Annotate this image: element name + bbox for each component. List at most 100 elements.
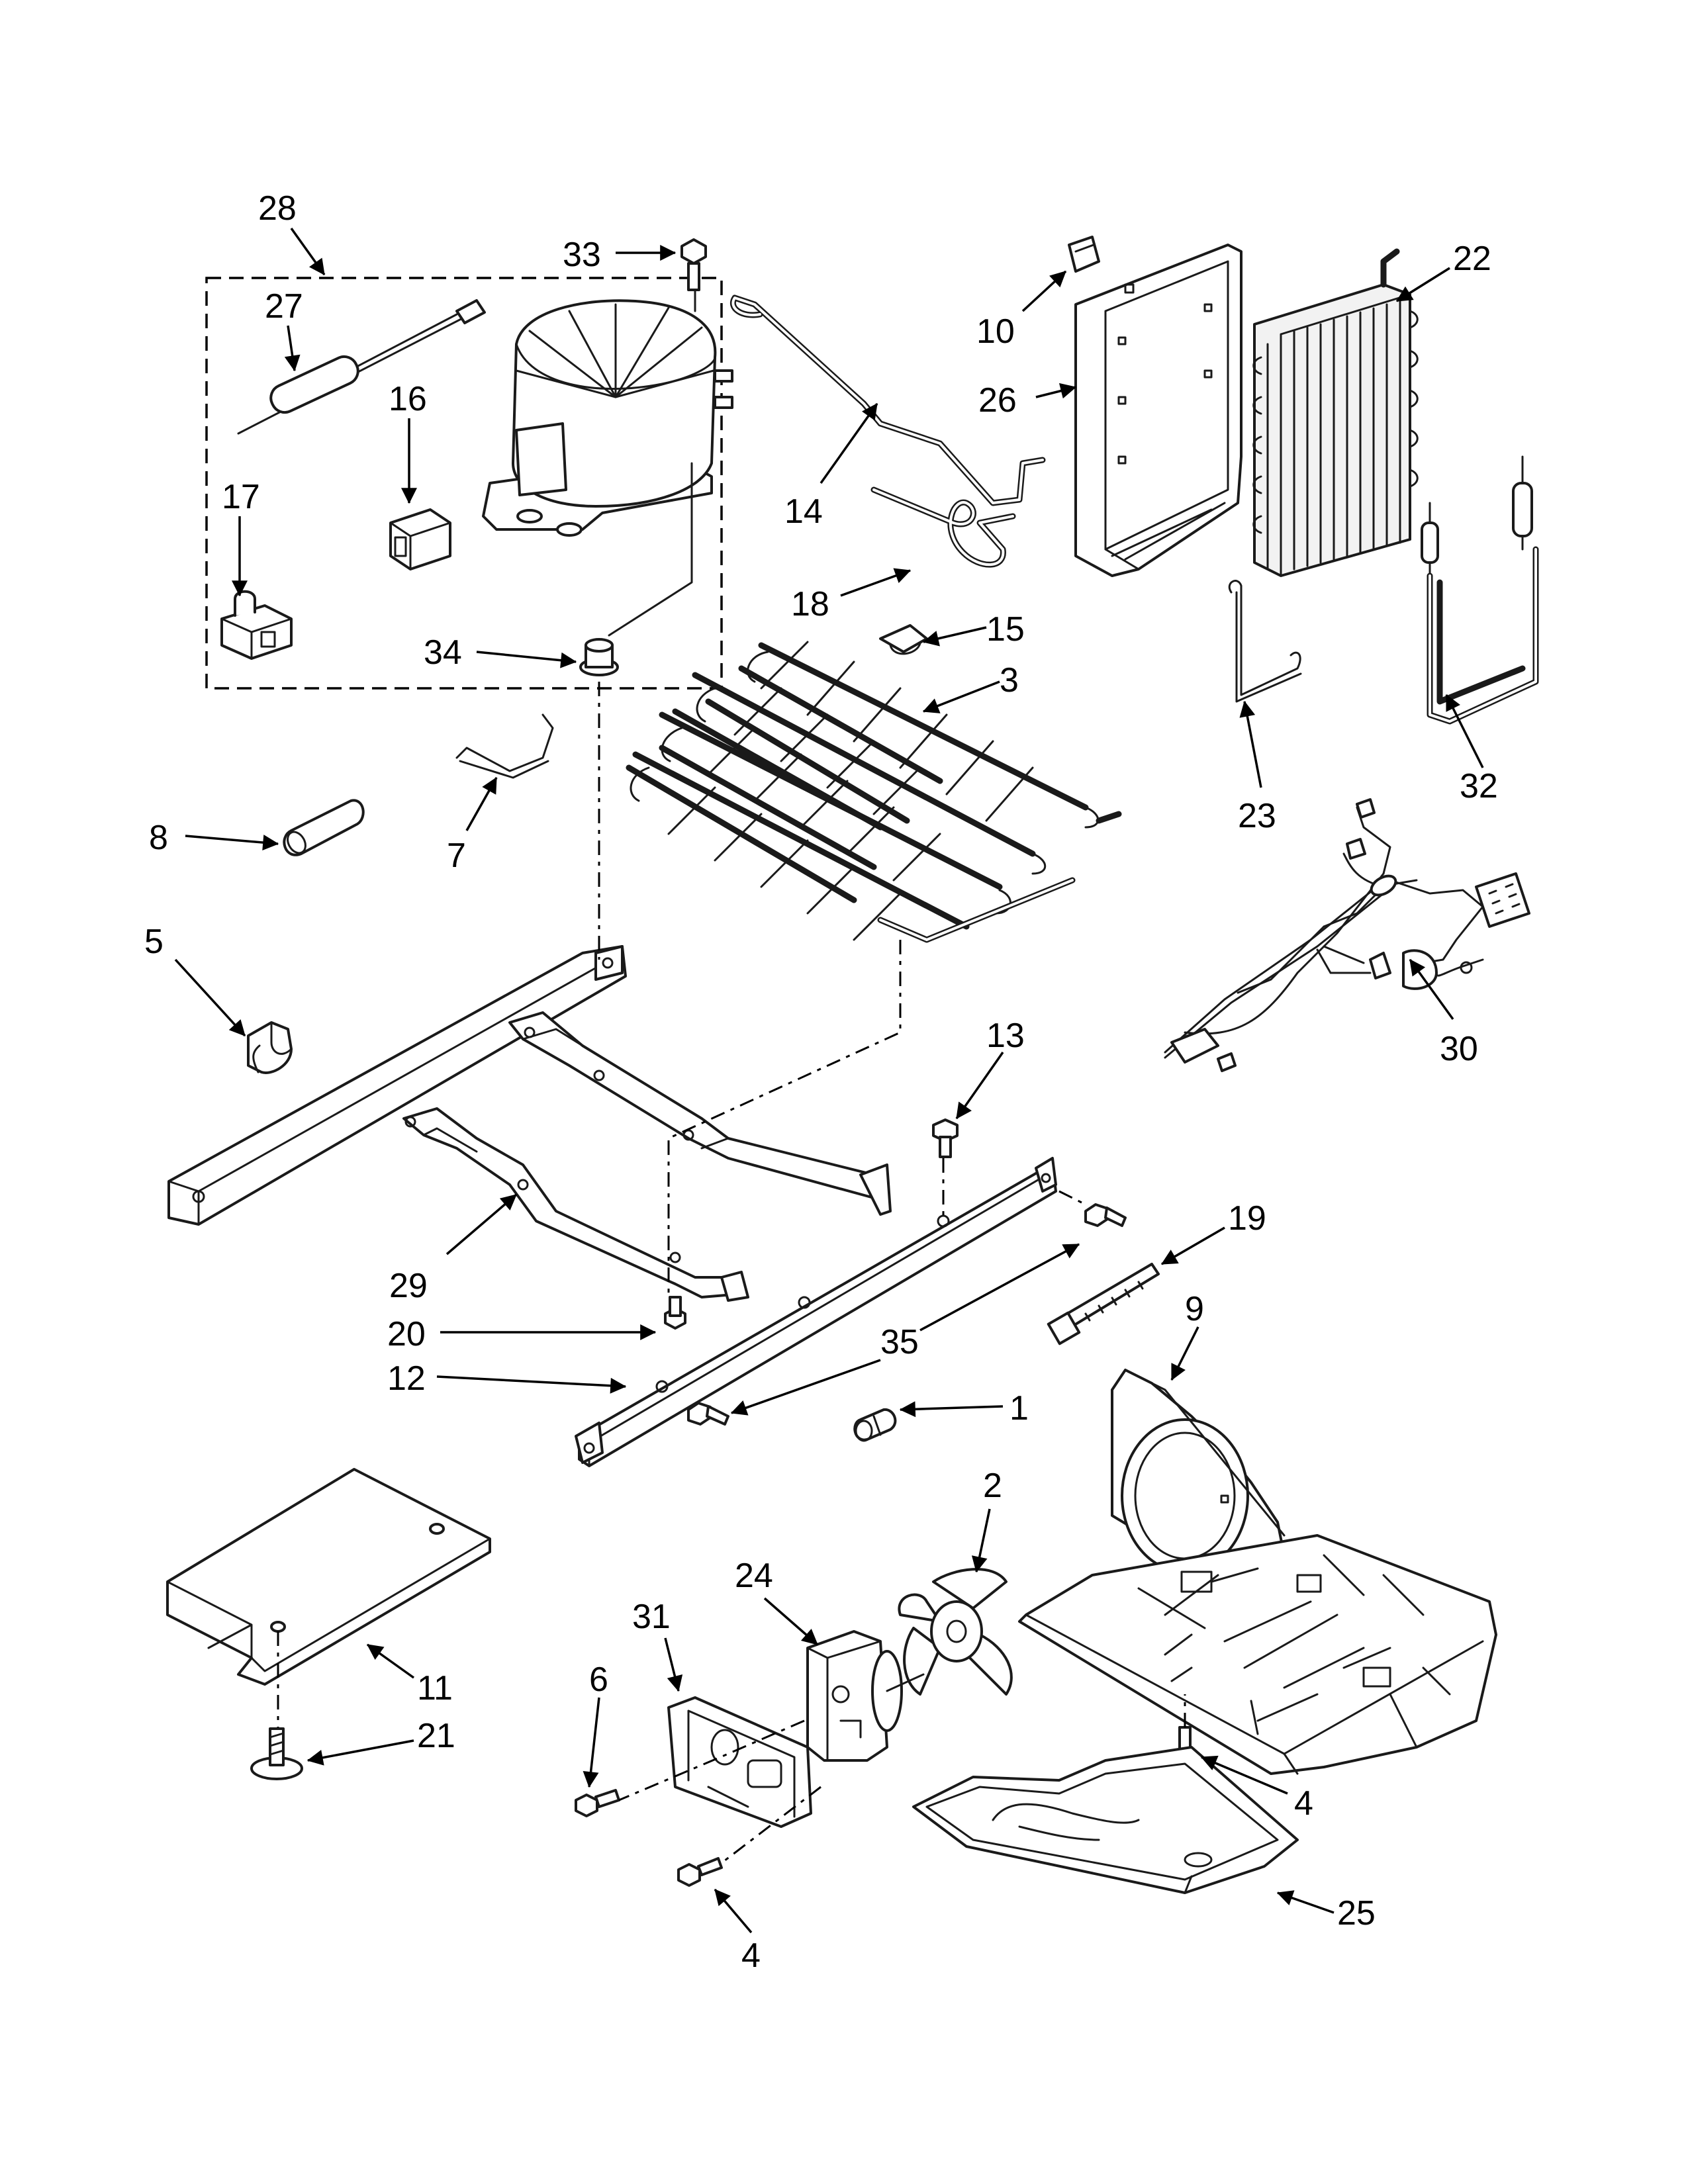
callout-4-right: 4 — [1294, 1784, 1313, 1823]
callout-27: 27 — [265, 287, 303, 326]
leader-29 — [445, 1193, 518, 1255]
leader-18 — [840, 568, 912, 597]
part-14-tube[interactable] — [730, 295, 1046, 506]
part-33-bolt[interactable] — [680, 238, 707, 291]
leader-30 — [1409, 958, 1454, 1021]
callout-5: 5 — [144, 923, 164, 961]
leader-13 — [955, 1051, 1004, 1120]
callout-11: 11 — [417, 1669, 453, 1707]
part-27-drier[interactable] — [237, 299, 486, 435]
callout-19: 19 — [1228, 1199, 1266, 1238]
part-8-tube[interactable] — [283, 799, 365, 856]
part-19-cable-tie[interactable] — [1047, 1263, 1160, 1345]
callout-10: 10 — [976, 312, 1015, 351]
part-12-bracket[interactable] — [575, 1157, 1057, 1467]
part-2-fan-blade[interactable] — [898, 1568, 1013, 1696]
callout-15: 15 — [986, 610, 1025, 649]
leader-35-left — [730, 1359, 881, 1416]
part-24-fan-motor[interactable] — [806, 1630, 925, 1762]
part-18-tube-loop[interactable] — [870, 486, 1016, 568]
part-32-tube[interactable] — [1421, 455, 1539, 725]
leader-28 — [290, 227, 326, 276]
leader-31 — [664, 1637, 683, 1692]
callout-24: 24 — [735, 1557, 773, 1595]
part-35-screw-left[interactable] — [687, 1402, 729, 1426]
leader-15 — [922, 626, 987, 647]
callout-17: 17 — [222, 478, 260, 516]
callouts: 28 27 33 16 17 34 14 18 15 3 10 26 22 23… — [144, 189, 1498, 1975]
callout-22: 22 — [1453, 240, 1491, 278]
leader-7 — [465, 776, 498, 831]
callout-3: 3 — [1000, 661, 1019, 700]
leader-2 — [971, 1508, 991, 1573]
part-23-wire[interactable] — [1228, 580, 1302, 703]
callout-12: 12 — [387, 1359, 426, 1398]
part-17-overload[interactable] — [220, 590, 293, 660]
part-3-evaporator[interactable] — [626, 641, 1122, 943]
callout-20: 20 — [387, 1315, 426, 1353]
leader-4-lower — [714, 1888, 753, 1934]
part-1-grommet[interactable] — [853, 1408, 897, 1442]
callout-4-lower: 4 — [741, 1936, 761, 1975]
callout-16: 16 — [389, 380, 427, 418]
leader-25 — [1276, 1890, 1335, 1914]
part-20-screw[interactable] — [664, 1296, 686, 1330]
callout-14: 14 — [784, 492, 823, 531]
leader-24 — [763, 1597, 819, 1646]
leader-12 — [436, 1375, 627, 1394]
part-21-foot[interactable] — [250, 1727, 303, 1780]
callout-32: 32 — [1460, 767, 1498, 805]
compressor-kit-outline — [205, 277, 723, 690]
callout-8: 8 — [149, 819, 168, 857]
leader-22 — [1395, 267, 1450, 302]
leader-8 — [185, 835, 279, 851]
leader-3 — [922, 680, 1000, 713]
part-34-grommet[interactable] — [579, 462, 693, 676]
leader-23 — [1239, 700, 1262, 788]
callout-29: 29 — [389, 1267, 428, 1305]
callout-30: 30 — [1440, 1030, 1478, 1068]
leader-4-right — [1200, 1755, 1288, 1795]
part-4-screw-lower[interactable] — [677, 1857, 723, 1887]
callout-7: 7 — [447, 837, 466, 875]
base-frame[interactable] — [167, 945, 892, 1302]
part-16-relay[interactable] — [389, 508, 451, 570]
part-6-screw[interactable] — [575, 1789, 620, 1817]
part-13-bolt[interactable] — [932, 1118, 959, 1158]
compressor[interactable] — [482, 290, 733, 537]
leader-14 — [820, 402, 878, 484]
part-35-screw-right[interactable] — [1084, 1203, 1127, 1227]
part-30-harness[interactable] — [1164, 798, 1530, 1072]
assembly-line — [667, 940, 902, 1297]
part-15-clip[interactable] — [879, 624, 928, 655]
callout-26: 26 — [978, 381, 1017, 420]
leader-19 — [1160, 1226, 1225, 1265]
leader-6 — [583, 1697, 600, 1788]
part-25-drain-pan[interactable] — [912, 1746, 1299, 1894]
leader-10 — [1021, 270, 1067, 312]
part-5-clip[interactable] — [247, 1021, 293, 1074]
part-31-bracket[interactable] — [667, 1696, 812, 1828]
callout-25: 25 — [1337, 1894, 1376, 1933]
part-7-wire[interactable] — [455, 713, 554, 779]
part-10-clip[interactable] — [1068, 236, 1100, 273]
leader-26 — [1035, 383, 1077, 399]
leader-32 — [1445, 694, 1484, 768]
callout-6: 6 — [589, 1661, 608, 1699]
leader-35-right — [919, 1243, 1080, 1332]
leader-5 — [174, 958, 246, 1037]
callout-1: 1 — [1009, 1389, 1029, 1428]
leader-9 — [1170, 1326, 1199, 1381]
callout-34: 34 — [424, 633, 462, 672]
callout-28: 28 — [258, 189, 297, 228]
callout-31: 31 — [632, 1598, 671, 1636]
assembly-line — [721, 1786, 821, 1864]
part-11-cover[interactable] — [166, 1468, 491, 1686]
callout-18: 18 — [791, 585, 829, 623]
part-22-condenser[interactable] — [1252, 248, 1419, 577]
leader-34 — [476, 651, 577, 668]
part-26-cover[interactable] — [1074, 244, 1243, 577]
base-pan[interactable] — [1018, 1534, 1497, 1775]
part-9-shroud[interactable] — [1111, 1369, 1286, 1573]
